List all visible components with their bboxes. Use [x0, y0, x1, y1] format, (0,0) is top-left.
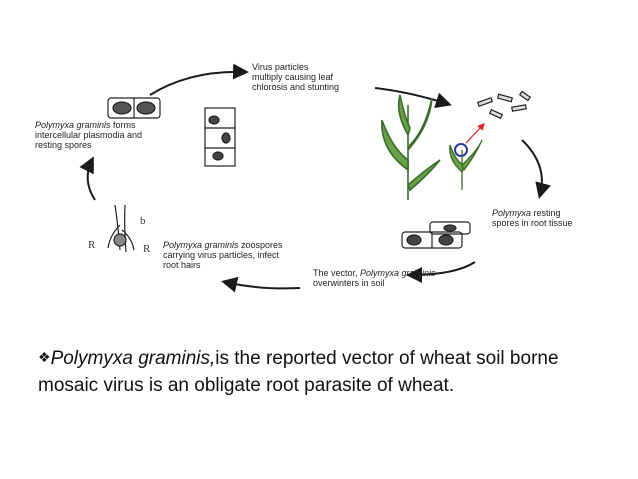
- virus-particles: [476, 90, 532, 120]
- label-plasmodia: Polymyxa graminis forms intercellular pl…: [35, 120, 142, 150]
- label-overwinters: The vector, Polymyxa graminis overwinter…: [313, 268, 436, 288]
- diagram-artwork: R R b: [79, 63, 551, 293]
- label-resting-spores: Polymyxa resting spores in root tissue: [492, 208, 573, 228]
- arrow-top-left: [149, 63, 249, 96]
- sketch-letter-r1: R: [88, 239, 96, 251]
- caption-text: ❖Polymyxa graminis,is the reported vecto…: [38, 344, 598, 399]
- arrow-bottom-right: [406, 261, 476, 283]
- sketch-letter-b: b: [140, 215, 146, 227]
- label-resting-species: Polymyxa: [492, 208, 532, 218]
- diamond-bullet-icon: ❖: [38, 349, 51, 365]
- label-overwinters-text: overwinters in soil: [313, 278, 385, 288]
- label-plasmodia-text: forms intercellular plasmodia and restin…: [35, 120, 143, 150]
- label-overwinters-species: Polymyxa graminis: [360, 268, 436, 278]
- life-cycle-diagram: R R b Virus particles multiply causing l…: [35, 62, 573, 293]
- label-zoospores-species: Polymyxa graminis: [163, 240, 239, 250]
- wheat-plant-large: [381, 94, 441, 200]
- label-zoospores-text: zoospores carrying virus particles, infe…: [163, 240, 283, 270]
- wheat-plant-small: [449, 123, 485, 190]
- label-overwinters-prefix: The vector,: [313, 268, 361, 278]
- arrow-right: [521, 139, 551, 199]
- label-virus-multiply: Virus particles multiply causing leaf ch…: [252, 62, 340, 92]
- root-hair-sketch: [107, 204, 135, 253]
- arrow-bottom: [221, 276, 301, 293]
- label-resting-text: resting spores in root tissue: [492, 208, 573, 228]
- caption-species: Polymyxa graminis,: [50, 348, 216, 369]
- sketch-letter-r2: R: [143, 243, 151, 255]
- arrow-left: [79, 156, 96, 201]
- caption-body: is the reported vector of wheat soil bor…: [38, 348, 559, 396]
- label-plasmodia-species: Polymyxa graminis: [35, 120, 111, 130]
- root-cell-plasmodia: [107, 97, 236, 167]
- root-cells-resting-spores: [401, 221, 471, 249]
- label-zoospores: Polymyxa graminis zoospores carrying vir…: [163, 240, 283, 270]
- arrow-top-right: [374, 87, 452, 109]
